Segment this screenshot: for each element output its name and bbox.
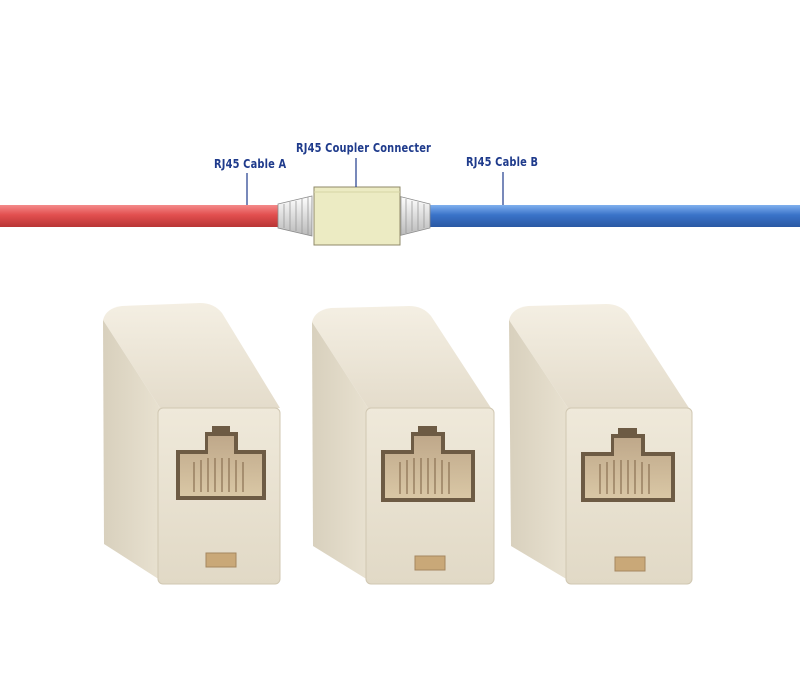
blue-cable: [420, 205, 800, 227]
cable-b-label: RJ45 Cable B: [466, 155, 539, 169]
cable-a-label: RJ45 Cable A: [214, 157, 287, 171]
cable-b-plug-boot: [397, 195, 431, 237]
red-cable: [0, 205, 285, 227]
cable-a-plug-boot: [277, 195, 313, 237]
coupler-label: RJ45 Coupler Connecter: [296, 141, 432, 155]
rj45-coupler: [312, 306, 495, 585]
cable-diagram: [0, 158, 800, 246]
coupler: [313, 186, 401, 246]
rj45-coupler: [509, 304, 693, 585]
rj45-coupler: [103, 303, 281, 585]
